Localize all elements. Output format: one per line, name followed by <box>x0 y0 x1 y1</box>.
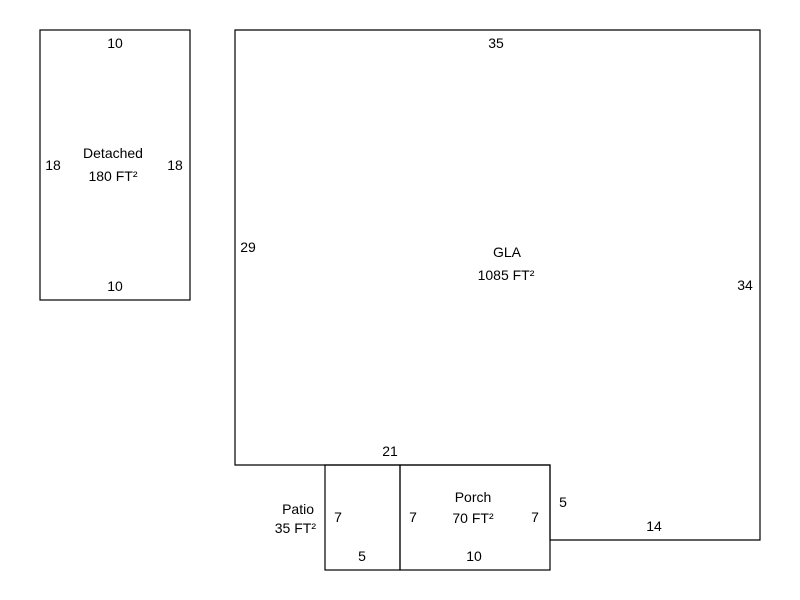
gla-area: 35 29 34 21 14 5 GLA 1085 FT² <box>234 29 761 541</box>
gla-dim-step: 5 <box>559 494 567 510</box>
patio-dim-left: 7 <box>334 509 342 525</box>
gla-area-value: 1085 FT² <box>478 267 535 283</box>
detached-label: Detached <box>83 145 143 161</box>
detached-dim-left: 18 <box>45 157 61 173</box>
gla-dim-bottom-right: 14 <box>646 518 662 534</box>
porch-dim-right: 7 <box>531 509 539 525</box>
porch-dim-bottom: 10 <box>466 548 482 564</box>
gla-outline <box>234 29 761 541</box>
detached-area-value: 180 FT² <box>88 168 137 184</box>
patio-area: Patio 35 FT² 7 5 <box>275 464 401 571</box>
detached-dim-bottom: 10 <box>107 278 123 294</box>
gla-dim-top: 35 <box>488 35 504 51</box>
patio-dim-bottom: 5 <box>358 548 366 564</box>
detached-outline <box>39 29 191 301</box>
gla-label: GLA <box>493 244 522 260</box>
gla-dim-right: 34 <box>737 277 753 293</box>
patio-area-value: 35 FT² <box>275 520 317 536</box>
detached-area: 10 10 18 18 Detached 180 FT² <box>39 29 191 301</box>
porch-outline <box>399 464 551 571</box>
gla-dim-left: 29 <box>240 239 256 255</box>
detached-dim-right: 18 <box>167 157 183 173</box>
gla-dim-bottom-left: 21 <box>382 443 398 459</box>
patio-label: Patio <box>282 501 314 517</box>
detached-dim-top: 10 <box>107 35 123 51</box>
porch-dim-left: 7 <box>409 509 417 525</box>
porch-label: Porch <box>455 489 492 505</box>
porch-area-value: 70 FT² <box>452 510 494 526</box>
porch-area: Porch 70 FT² 7 7 10 <box>399 464 551 571</box>
